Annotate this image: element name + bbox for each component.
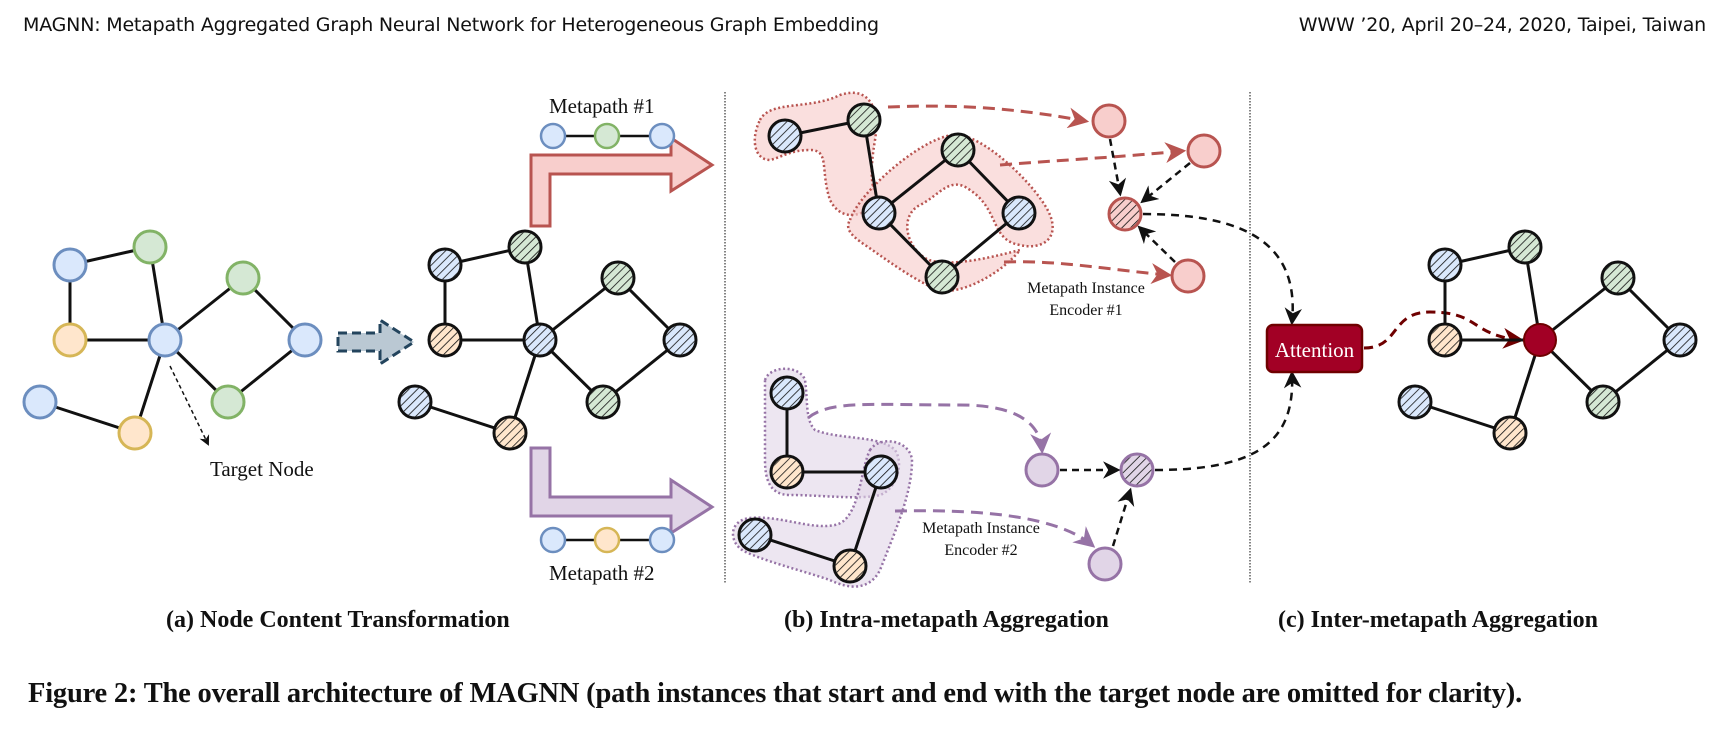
input-heterogeneous-graph <box>22 229 323 451</box>
encoder2-label-line2: Encoder #2 <box>944 542 1017 559</box>
graph-node-type-c <box>492 415 528 451</box>
graph-node-type-a <box>22 384 58 420</box>
aggregation-arrow <box>1108 138 1127 197</box>
output-graph <box>1397 229 1698 451</box>
subcaption-c: (c) Inter-metapath Aggregation <box>1278 607 1598 633</box>
instance-node-type-b <box>940 132 976 168</box>
attention-label: Attention <box>1275 338 1355 362</box>
schema-node-type-a <box>539 526 567 554</box>
encoded-instance-node <box>1024 452 1060 488</box>
target-node <box>522 322 558 358</box>
schema-node-type-a <box>648 526 676 554</box>
encoded-instance-node <box>1087 546 1123 582</box>
instance-node-type-a <box>767 118 803 154</box>
instance-node-type-a <box>863 454 899 490</box>
graph-node-type-a <box>662 322 698 358</box>
aggregation-arrow <box>1140 162 1191 204</box>
graph-node-type-b <box>600 260 636 296</box>
graph-node-type-a <box>1662 322 1698 358</box>
encoded-instance-node <box>1186 133 1222 169</box>
instance-node-type-c <box>832 548 868 584</box>
instance-node-type-a <box>1001 195 1037 231</box>
running-header-venue: WWW ’20, April 20–24, 2020, Taipei, Taiw… <box>1298 14 1706 36</box>
encoded-instance-node <box>1170 258 1206 294</box>
graph-node-type-a <box>427 247 463 283</box>
graph-node-type-b <box>585 384 621 420</box>
schema-node-type-a <box>539 122 567 150</box>
graph-node-type-c <box>427 322 463 358</box>
instance1-to-encoding-arrow <box>807 402 1052 455</box>
attention-box <box>1265 323 1364 374</box>
graph-node-type-c <box>1427 322 1463 358</box>
graph-node-type-b <box>132 229 168 265</box>
instance-node-type-a <box>861 195 897 231</box>
schema-node-type-b <box>593 122 621 150</box>
graph-node-type-b <box>225 260 261 296</box>
running-header-title: MAGNN: Metapath Aggregated Graph Neural … <box>23 14 879 36</box>
graph-node-type-b <box>1585 384 1621 420</box>
metapath1-aggregated-node <box>1107 196 1143 232</box>
instance-node-type-b <box>924 259 960 295</box>
graph-node-type-b <box>507 229 543 265</box>
metapath1-to-attention-arrow <box>1142 212 1303 326</box>
metapath2-label: Metapath #2 <box>549 561 655 585</box>
graph-node-type-a <box>1397 384 1433 420</box>
schema-node-type-c <box>593 526 621 554</box>
target-node-label: Target Node <box>210 457 314 481</box>
encoded-instance-node <box>1091 103 1127 139</box>
subcaption-a: (a) Node Content Transformation <box>166 607 510 633</box>
aggregation-arrow <box>1137 225 1176 263</box>
graph-node-type-b <box>1600 260 1636 296</box>
graph-node-type-a <box>1427 247 1463 283</box>
transformation-arrow <box>336 317 417 367</box>
instance-node-type-c <box>769 454 805 490</box>
metapath2-to-attention-arrow <box>1154 370 1302 472</box>
graph-node-type-a <box>397 384 433 420</box>
figure-caption: Figure 2: The overall architecture of MA… <box>28 678 1522 709</box>
instance-node-type-a <box>737 517 773 553</box>
graph-node-type-a <box>287 322 323 358</box>
metapath1-label: Metapath #1 <box>549 94 655 118</box>
graph-node-type-b <box>210 384 246 420</box>
attention-to-target-arrow <box>1363 310 1525 350</box>
instance2-to-encoding-arrow <box>894 509 1096 548</box>
schema-node-type-a <box>648 122 676 150</box>
instance1-to-encoding-arrow <box>887 104 1090 129</box>
graph-node-type-c <box>1492 415 1528 451</box>
instance2-to-encoding-arrow <box>999 142 1187 167</box>
transformed-graph <box>397 229 698 451</box>
metapath1-schema <box>539 122 676 150</box>
target-node <box>147 322 183 358</box>
instance-node-type-b <box>846 102 882 138</box>
graph-node-type-c <box>52 322 88 358</box>
metapath2-schema <box>539 526 676 554</box>
graph-node-type-a <box>52 247 88 283</box>
graph-node-type-b <box>1507 229 1543 265</box>
metapath1-arrow <box>529 135 715 228</box>
metapath2-arrow <box>529 446 715 536</box>
metapath2-aggregated-node <box>1119 452 1155 488</box>
target-node <box>1523 323 1557 357</box>
instance-node-type-a <box>769 375 805 411</box>
metapath1-instance-graph <box>767 102 1037 295</box>
graph-node-type-c <box>117 415 153 451</box>
subcaption-b: (b) Intra-metapath Aggregation <box>784 607 1109 633</box>
metapath2-instance-graph <box>737 375 899 584</box>
target-node-pointer <box>169 365 210 446</box>
aggregation-arrow <box>1111 487 1135 547</box>
encoder1-label-line1: Metapath Instance <box>1027 280 1145 297</box>
encoder1-label-line2: Encoder #1 <box>1049 302 1122 319</box>
instance3-to-encoding-arrow <box>1003 260 1173 285</box>
encoder2-label-line1: Metapath Instance <box>922 520 1040 537</box>
